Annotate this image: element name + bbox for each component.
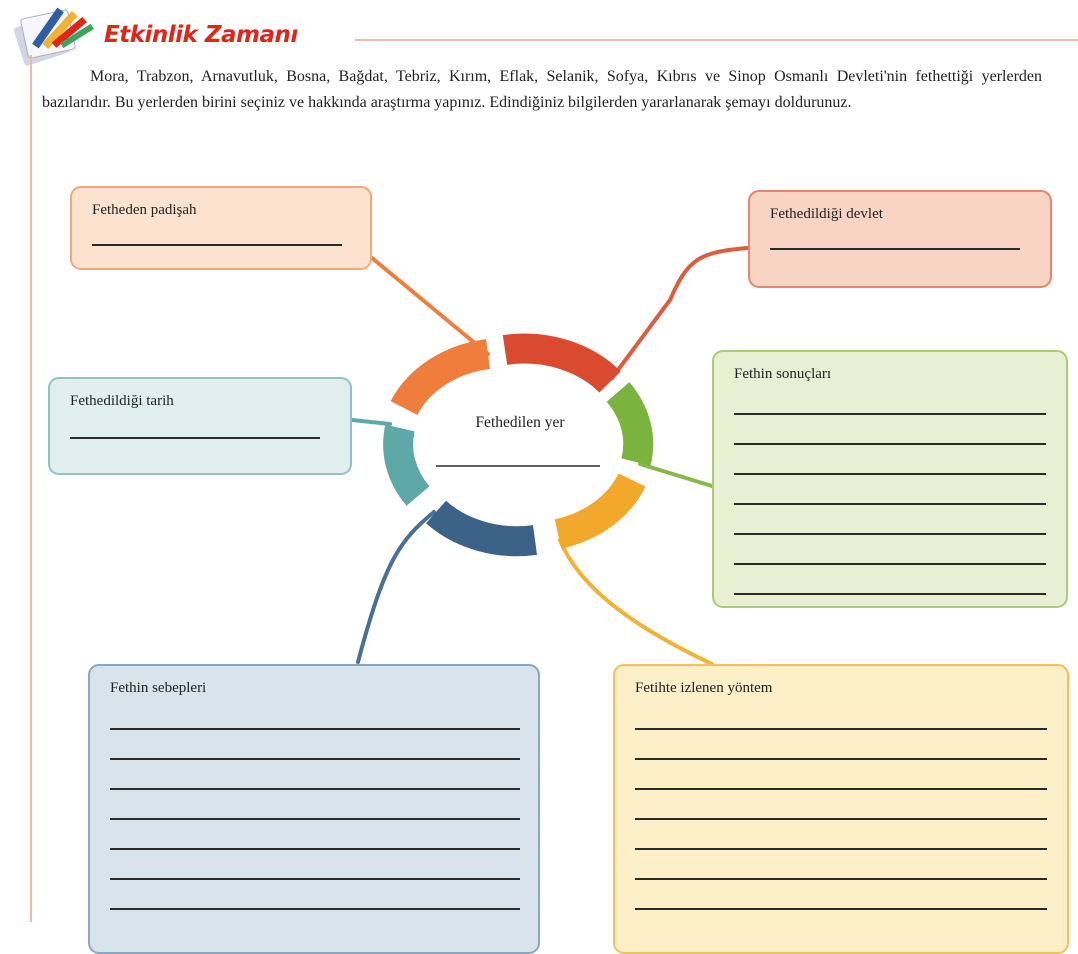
page-margin-line xyxy=(30,55,32,922)
results-answer-line[interactable] xyxy=(734,473,1046,475)
method-answer-line[interactable] xyxy=(635,758,1047,760)
results-box: Fethin sonuçları xyxy=(712,350,1068,608)
reasons-answer-line[interactable] xyxy=(110,728,520,730)
connector-from-state xyxy=(610,246,750,380)
reasons-answer-line[interactable] xyxy=(110,758,520,760)
instructions-paragraph: Mora, Trabzon, Arnavutluk, Bosna, Bağdat… xyxy=(42,68,1042,111)
conqueror-answer-line[interactable] xyxy=(92,244,342,246)
results-answer-line[interactable] xyxy=(734,563,1046,565)
page-title: Etkinlik Zamanı xyxy=(104,22,298,48)
method-answer-line[interactable] xyxy=(635,878,1047,880)
date-answer-line[interactable] xyxy=(70,437,320,439)
from-state-box: Fethedildiği devlet xyxy=(748,190,1052,288)
center-label: Fethedilen yer xyxy=(475,414,565,431)
date-box: Fethedildiği tarih xyxy=(48,377,352,475)
method-label: Fetihte izlenen yöntem xyxy=(635,680,773,696)
method-box: Fetihte izlenen yöntem xyxy=(613,664,1069,954)
connector-reasons xyxy=(356,510,436,664)
ring-segment-blue xyxy=(426,500,537,557)
pencil-notebook-icon xyxy=(13,7,94,66)
results-answer-line[interactable] xyxy=(734,413,1046,415)
ring-segment-teal xyxy=(383,424,430,506)
connector-conqueror xyxy=(370,256,490,356)
ring-segment-yellow xyxy=(554,472,646,549)
connector-results xyxy=(638,462,714,488)
reasons-answer-line[interactable] xyxy=(110,818,520,820)
method-answer-line[interactable] xyxy=(635,728,1047,730)
connector-method xyxy=(558,538,714,666)
method-answer-line[interactable] xyxy=(635,788,1047,790)
method-answer-line[interactable] xyxy=(635,848,1047,850)
diagram-connectors xyxy=(350,246,750,666)
reasons-answer-line[interactable] xyxy=(110,848,520,850)
results-answer-line[interactable] xyxy=(734,533,1046,535)
reasons-box: Fethin sebepleri xyxy=(88,664,540,954)
results-label: Fethin sonuçları xyxy=(734,366,832,382)
method-answer-line[interactable] xyxy=(635,818,1047,820)
connector-date xyxy=(350,418,392,426)
reasons-answer-line[interactable] xyxy=(110,878,520,880)
header-divider xyxy=(355,39,1078,41)
results-answer-line[interactable] xyxy=(734,443,1046,445)
conqueror-box: Fetheden padişah xyxy=(70,186,372,270)
reasons-answer-line[interactable] xyxy=(110,788,520,790)
from-state-answer-line[interactable] xyxy=(770,248,1020,250)
date-label: Fethedildiği tarih xyxy=(70,393,174,409)
results-answer-line[interactable] xyxy=(734,503,1046,505)
results-answer-line[interactable] xyxy=(734,593,1046,595)
method-answer-line[interactable] xyxy=(635,908,1047,910)
reasons-answer-line[interactable] xyxy=(110,908,520,910)
from-state-label: Fethedildiği devlet xyxy=(770,206,883,222)
ring-segment-green xyxy=(606,382,654,466)
reasons-label: Fethin sebepleri xyxy=(110,680,207,696)
ring-segment-orange xyxy=(390,339,491,416)
conqueror-label: Fetheden padişah xyxy=(92,202,197,218)
ring-segment-red xyxy=(502,333,621,393)
